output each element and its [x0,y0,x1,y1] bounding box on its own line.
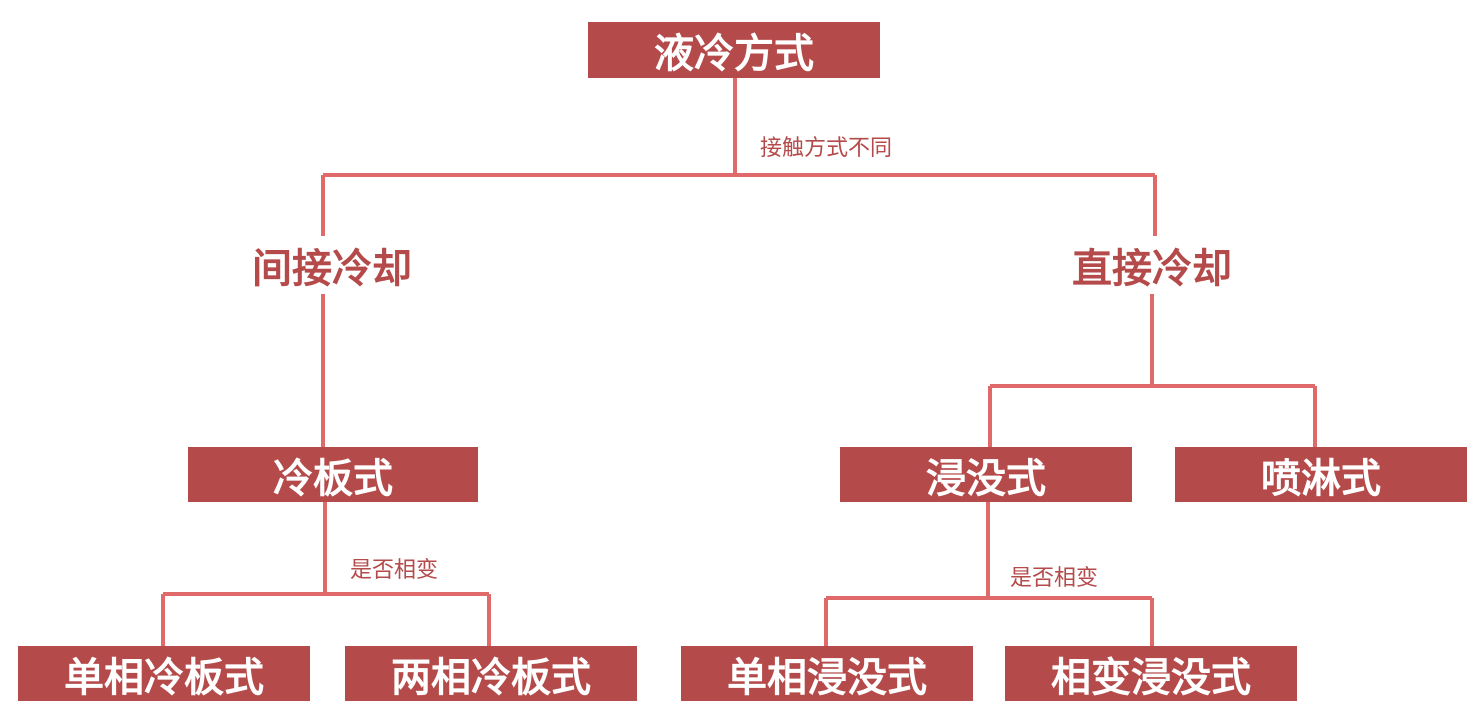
branch-direct-cooling: 直接冷却 [1068,236,1236,294]
spray-node: 喷淋式 [1175,447,1467,502]
root-edge-label: 接触方式不同 [760,136,893,161]
cold-plate-node: 冷板式 [188,447,478,502]
two-phase-cold-plate-node: 两相冷板式 [345,646,637,701]
immersion-phase-label: 是否相变 [1010,566,1099,591]
single-phase-immersion-node: 单相浸没式 [681,646,973,701]
phase-change-immersion-node: 相变浸没式 [1005,646,1297,701]
branch-indirect-cooling: 间接冷却 [248,236,416,294]
cold-plate-phase-label: 是否相变 [350,558,439,583]
immersion-node: 浸没式 [840,447,1132,502]
single-phase-cold-plate-node: 单相冷板式 [18,646,310,701]
root-node: 液冷方式 [588,22,880,78]
